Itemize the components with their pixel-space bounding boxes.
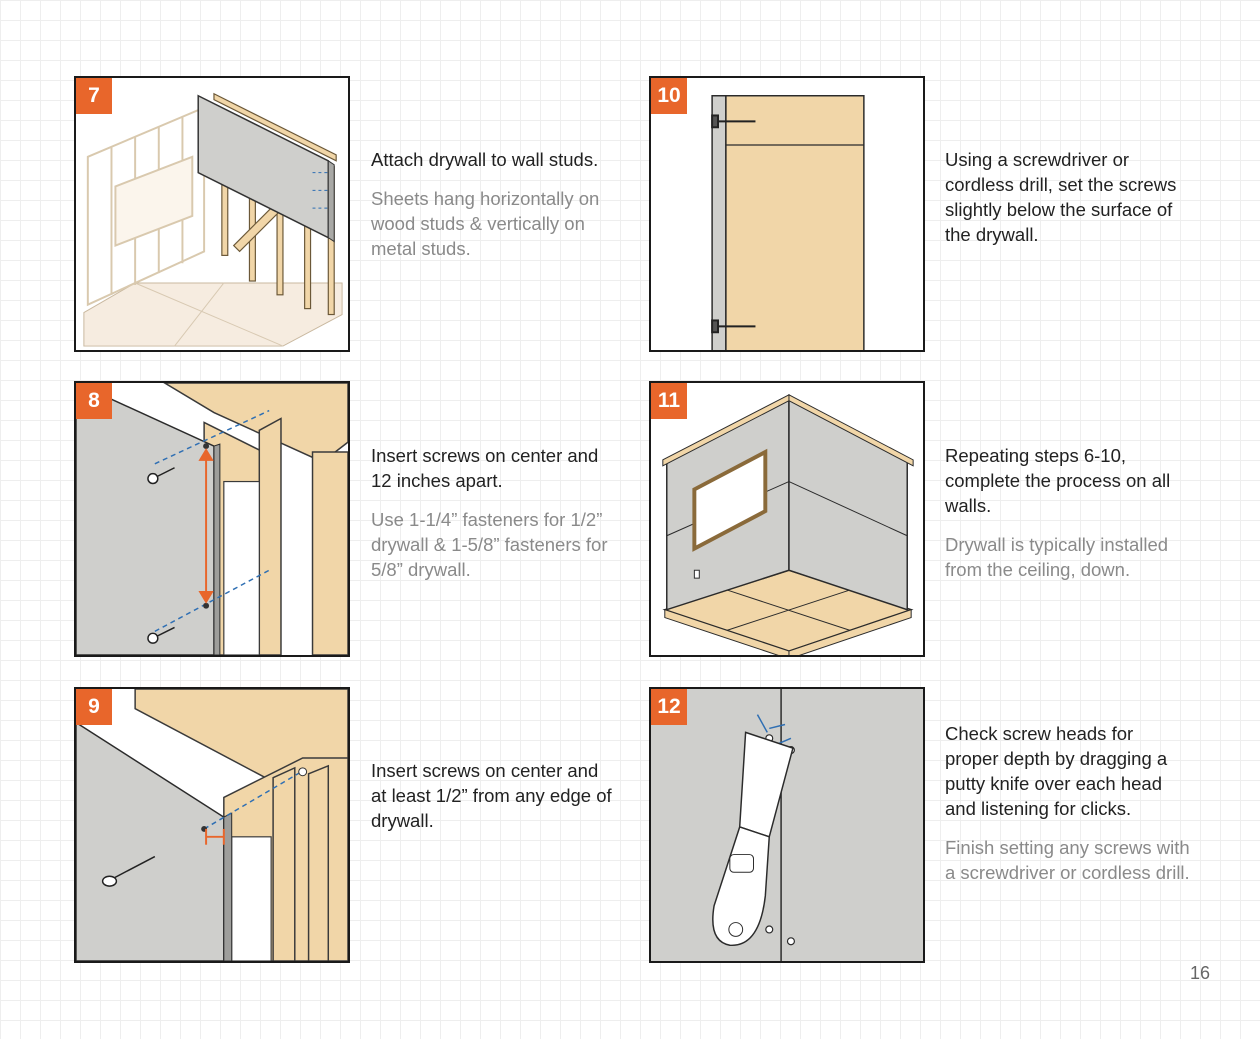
- step-12-badge: 12: [651, 689, 687, 725]
- step-7-text: Attach drywall to wall studs. Sheets han…: [371, 147, 616, 261]
- step-9-text: Insert screws on center and at least 1/2…: [371, 758, 616, 833]
- step-8-text: Insert screws on center and 12 inches ap…: [371, 443, 616, 582]
- step-7-instruction: Attach drywall to wall studs.: [371, 149, 599, 170]
- screw-set-depth-icon: [711, 95, 865, 350]
- putty-knife-icon: [651, 689, 923, 961]
- finished-room-walls-icon: [662, 394, 914, 655]
- step-11-instruction: Repeating steps 6-10, complete the proce…: [945, 445, 1171, 516]
- step-8-instruction: Insert screws on center and 12 inches ap…: [371, 445, 599, 491]
- step-7-illustration: 7: [74, 76, 350, 352]
- step-7-note: Sheets hang horizontally on wood studs &…: [371, 188, 600, 259]
- step-9-instruction: Insert screws on center and at least 1/2…: [371, 760, 612, 831]
- step-8-badge: 8: [76, 383, 112, 419]
- page-number: 16: [1190, 963, 1211, 983]
- step-10-badge: 10: [651, 78, 687, 114]
- step-11-text: Repeating steps 6-10, complete the proce…: [945, 443, 1190, 582]
- step-7-badge: 7: [76, 78, 112, 114]
- drywall-wall-frame-icon: [83, 92, 343, 347]
- step-10-text: Using a screwdriver or cordless drill, s…: [945, 147, 1190, 247]
- step-12-text: Check screw heads for proper depth by dr…: [945, 721, 1190, 885]
- step-8-illustration: 8: [74, 381, 350, 657]
- step-12-illustration: 12: [649, 687, 925, 963]
- step-10-instruction: Using a screwdriver or cordless drill, s…: [945, 149, 1177, 245]
- step-10-illustration: 10: [649, 76, 925, 352]
- screw-spacing-icon: [76, 383, 348, 655]
- step-11-note: Drywall is typically installed from the …: [945, 534, 1169, 580]
- step-9-illustration: 9: [74, 687, 350, 963]
- step-12-note: Finish setting any screws with a screwdr…: [945, 837, 1190, 883]
- step-9-badge: 9: [76, 689, 112, 725]
- step-12-instruction: Check screw heads for proper depth by dr…: [945, 723, 1168, 819]
- step-11-illustration: 11: [649, 381, 925, 657]
- step-11-badge: 11: [651, 383, 687, 419]
- screw-edge-distance-icon: [76, 689, 348, 961]
- step-8-note: Use 1-1/4” fasteners for 1/2” drywall & …: [371, 509, 608, 580]
